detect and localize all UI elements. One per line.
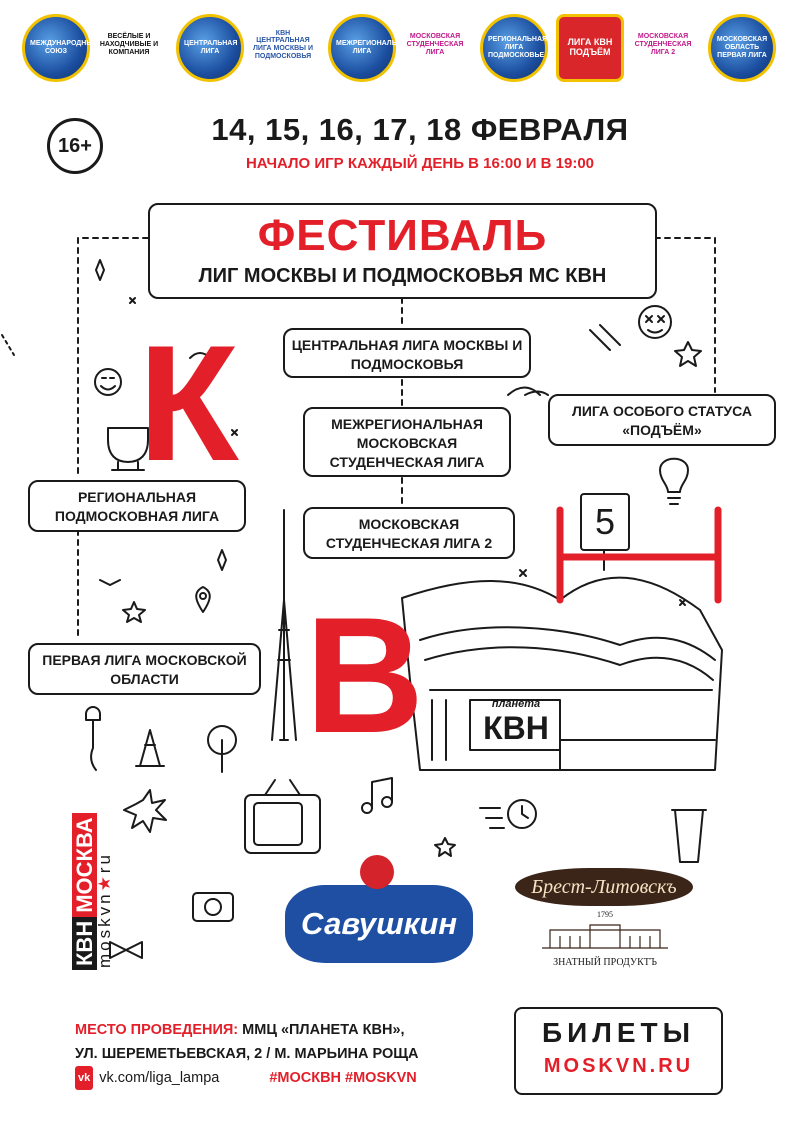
league-student2-box: МОСКОВСКАЯ СТУДЕНЧЕСКАЯ ЛИГА 2 [303,507,515,559]
venue-info: МЕСТО ПРОВЕДЕНИЯ: ММЦ «ПЛАНЕТА КВН», УЛ.… [75,1018,495,1090]
tickets-label: БИЛЕТЫ [541,1017,696,1048]
tickets-site[interactable]: MOSKVN.RU [543,1055,694,1077]
letter-n-shape [556,506,722,604]
star-icon [674,341,702,367]
location-pin-icon [195,586,211,613]
moskovskaya-studencheskaya-liga-logo: МОСКОВСКАЯ СТУДЕНЧЕСКАЯ ЛИГА [404,14,466,76]
vk-icon: vk [75,1066,94,1090]
connector-right-special [654,237,716,393]
league-first-box: ПЕРВАЯ ЛИГА МОСКОВСКОЙ ОБЛАСТИ [28,643,261,695]
brest-year: 1795 [597,910,613,919]
building-icon [401,576,723,771]
smiley-icon [94,368,122,396]
savushkin-jug-icon [360,855,394,889]
score-card: 5 [580,493,630,551]
wink-smiley-icon [638,305,672,339]
building-sign-kvn: КВН [483,710,549,746]
bowtie-icon [109,941,143,959]
traffic-cone-icon [135,729,165,767]
mezhregionalnaya-liga-logo: МЕЖРЕГИОНАЛЬНАЯ ЛИГА [328,14,412,82]
festival-box: ФЕСТИВАЛЬ ЛИГ МОСКВЫ И ПОДМОСКОВЬЯ МС КВ… [148,203,657,299]
festival-title: ФЕСТИВАЛЬ [257,211,548,260]
letter-k: К [138,311,239,495]
building-sign-top: планета [491,698,541,710]
camera-icon [192,892,234,922]
league-special-status-box: ЛИГА ОСОБОГО СТАТУСА «ПОДЪЁМ» [548,394,776,446]
age-rating-badge: 16+ [47,118,103,174]
savushkin-logo: Савушкин [285,885,473,963]
brest-litovsk-banner: Брест-Литовскъ [515,868,693,906]
start-time-note: НАЧАЛО ИГР КАЖДЫЙ ДЕНЬ В 16:00 И В 19:00 [245,155,595,172]
hashtags: #МОСКВН #MOSKVN [269,1070,417,1086]
mezhdunarodny-soyuz-logo: МЕЖДУНАРОДНЫЙ СОЮЗ [22,14,98,82]
venue-address: УЛ. ШЕРЕМЕТЬЕВСКАЯ, 2 / М. МАРЬИНА РОЩА [75,1046,419,1062]
connector-left-regional [77,237,149,479]
moskovskaya-oblast-pervaya-liga-logo: МОСКОВСКАЯ ОБЛАСТЬ ПЕРВАЯ ЛИГА [708,14,776,82]
vesyolye-i-nakhodchivye-logo: ВЕСЁЛЫЕ И НАХОДЧИВЫЕ И КОМПАНИЯ [98,14,160,76]
brest-fortress-icon [542,924,668,949]
stopwatch-icon [507,799,537,829]
tower-icon [271,509,297,741]
venue-name: ММЦ «ПЛАНЕТА КВН», [242,1022,405,1038]
league-interregional-box: МЕЖРЕГИОНАЛЬНАЯ МОСКОВСКАЯ СТУДЕНЧЕСКАЯ … [303,407,511,477]
tv-icon [244,794,321,854]
league-regional-box: РЕГИОНАЛЬНАЯ ПОДМОСКОВНАЯ ЛИГА [28,480,246,532]
kvn-centralnaya-liga-logo: КВН ЦЕНТРАЛЬНАЯ ЛИГА МОСКВЫ И ПОДМОСКОВЬ… [252,14,314,76]
letter-v: В [305,583,425,767]
moskvn-site-vertical: moskvn★ru [95,852,114,968]
microphone-icon [85,706,101,771]
moskovskaya-studencheskaya-liga-2-logo: МОСКОВСКАЯ СТУДЕНЧЕСКАЯ ЛИГА 2 [632,14,694,76]
star-icon-left [122,601,146,623]
liga-kvn-podyom-logo: ЛИГА КВН ПОДЪЁМ [556,14,624,82]
festival-dates: 14, 15, 16, 17, 18 ФЕВРАЛЯ [211,112,629,147]
regionalnaya-liga-logo: РЕГИОНАЛЬНАЯ ЛИГА ПОДМОСКОВЬЕ [480,14,548,82]
brest-tagline: ЗНАТНЫЙ ПРОДУКТЪ [553,957,657,968]
vk-link[interactable]: vk.com/liga_lampa [99,1070,220,1086]
tickets-box[interactable]: БИЛЕТЫ MOSKVN.RU [514,1007,723,1095]
league-central-box: ЦЕНТРАЛЬНАЯ ЛИГА МОСКВЫ И ПОДМОСКОВЬЯ [283,328,531,378]
music-note-icon [371,777,393,809]
burst-icon [123,789,167,833]
coffee-cup-icon [671,809,707,863]
star-icon-small [434,837,456,857]
festival-subtitle: ЛИГ МОСКВЫ И ПОДМОСКОВЬЯ МС КВН [198,265,607,287]
trophy-icon [107,427,149,471]
centralnaya-liga-globe-logo: ЦЕНТРАЛЬНАЯ ЛИГА [176,14,244,82]
lightbulb-icon [659,457,689,505]
venue-label: МЕСТО ПРОВЕДЕНИЯ: [75,1022,239,1038]
cloud-icon [507,386,549,396]
